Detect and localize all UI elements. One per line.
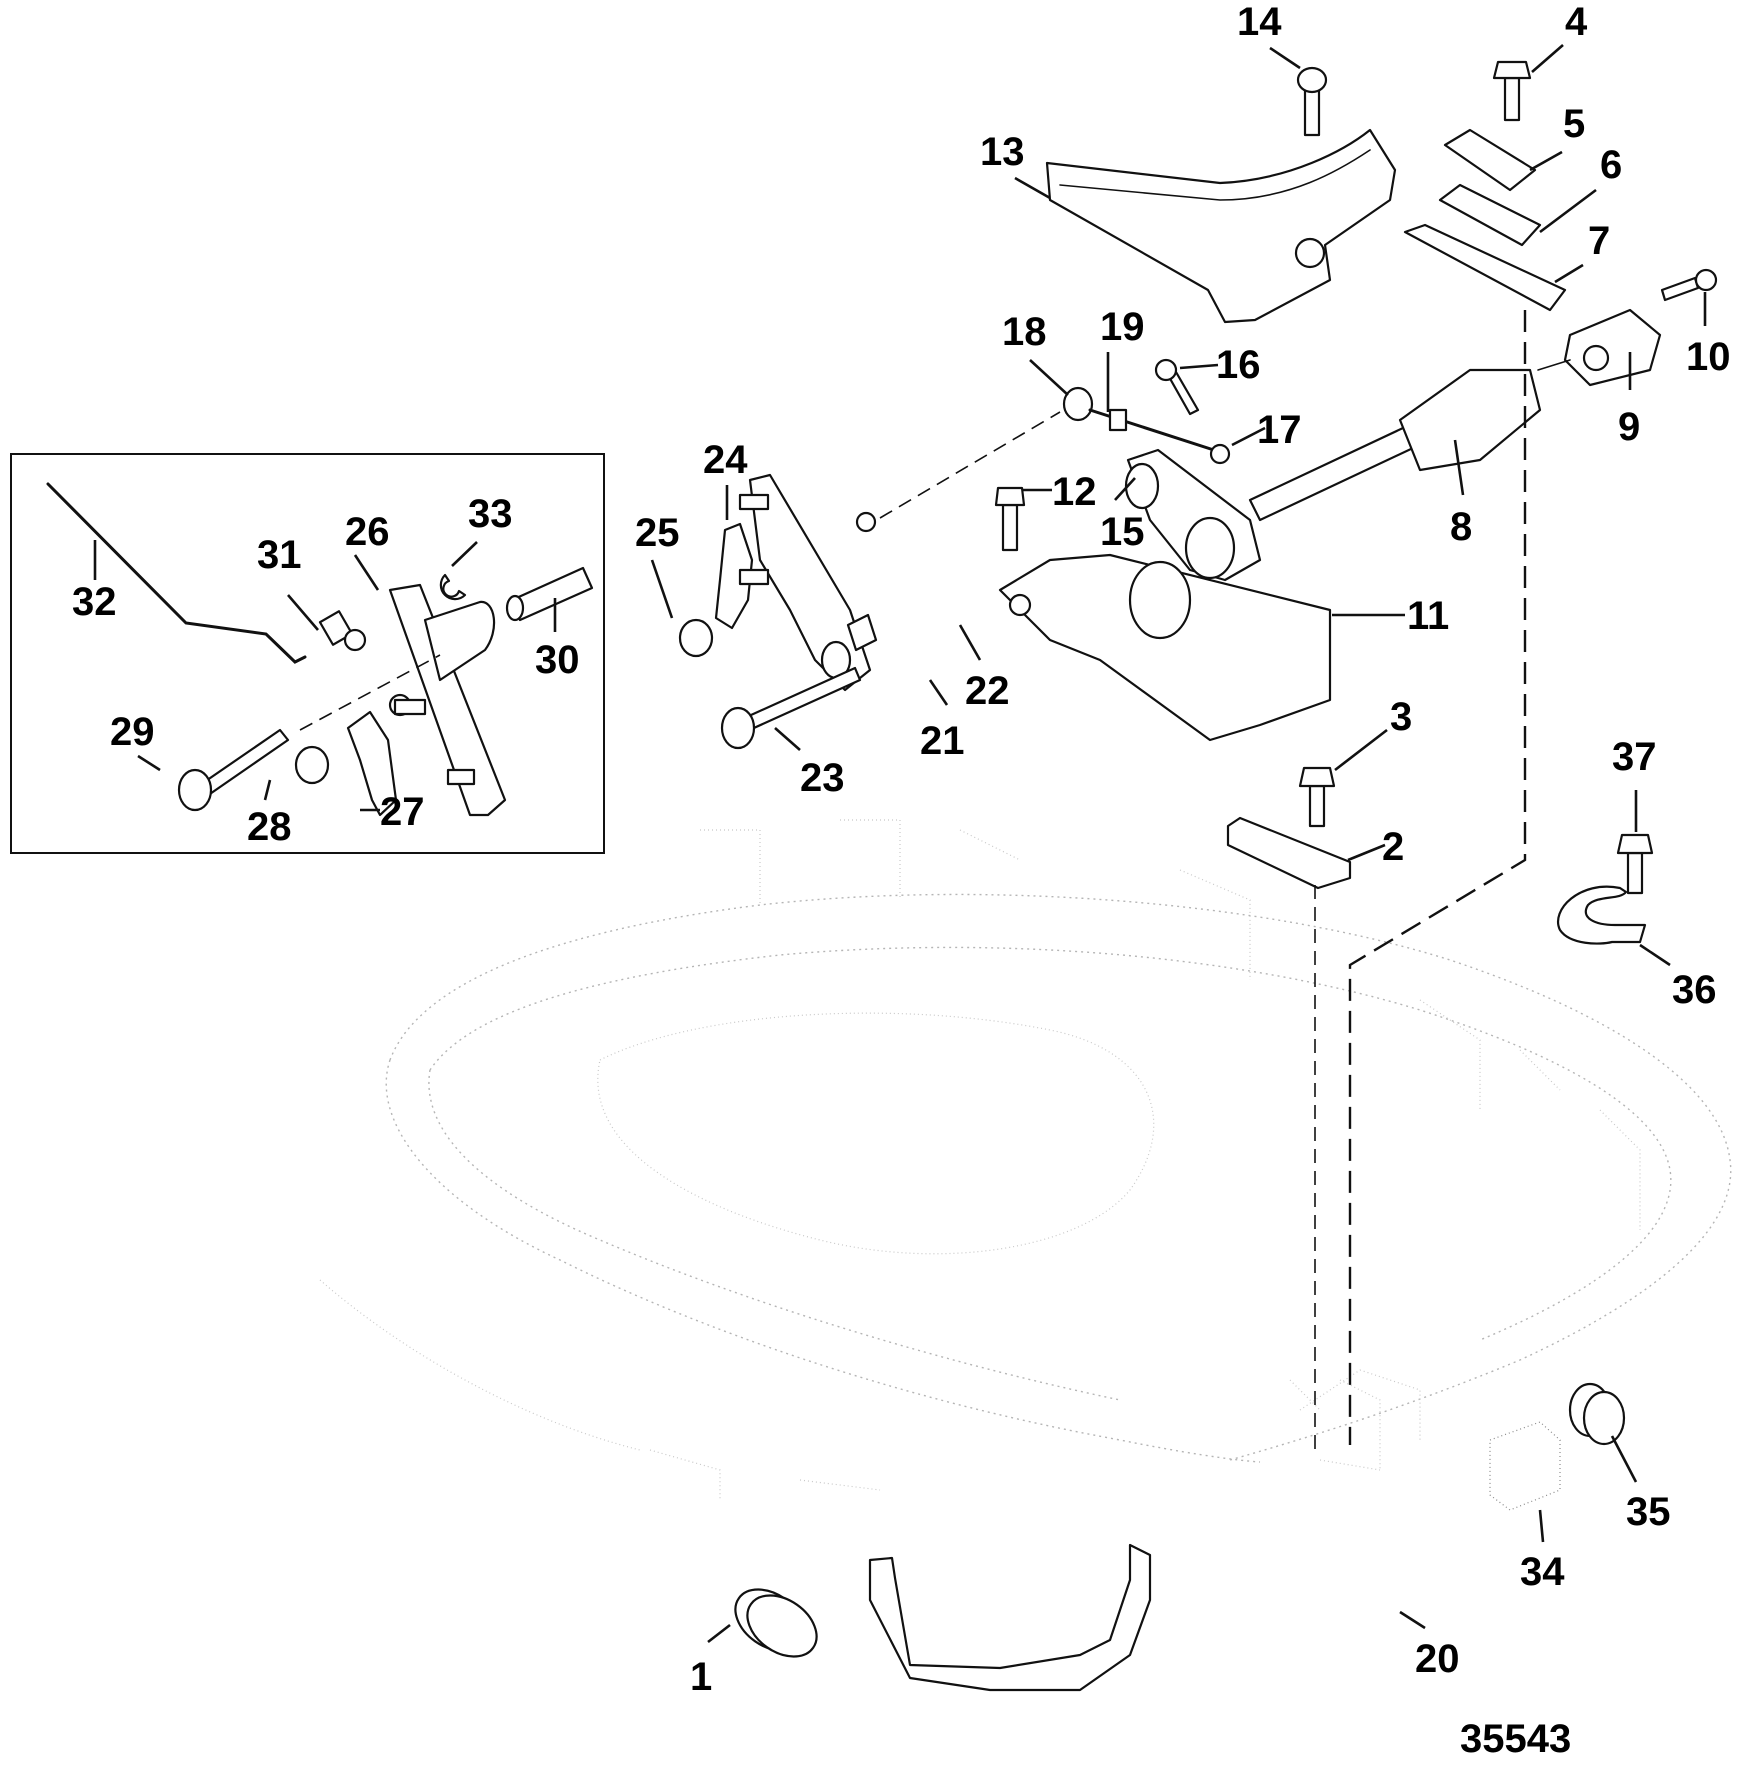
- callout-27: 27: [380, 790, 425, 834]
- callout-17: 17: [1257, 408, 1302, 452]
- part-15-cam: [1124, 448, 1262, 582]
- callout-25: 25: [635, 511, 680, 555]
- callout-11: 11: [1407, 594, 1449, 638]
- part-22-bushing: [846, 613, 878, 652]
- part-23-bolt: [720, 666, 862, 750]
- part-3-bolt: [1298, 766, 1336, 828]
- callout-34: 34: [1520, 1550, 1565, 1594]
- callout-7: 7: [1588, 219, 1610, 263]
- callout-4: 4: [1565, 0, 1588, 44]
- callout-35: 35: [1626, 1490, 1671, 1534]
- assembly-line-right: [1348, 310, 1527, 1445]
- inset-axis-line: [299, 654, 441, 731]
- part-10-bolt: [1660, 268, 1718, 302]
- part-32-rod: [46, 482, 307, 664]
- callout-31: 31: [257, 533, 302, 577]
- callout-8: 8: [1450, 505, 1472, 549]
- part-9-housing: [1537, 308, 1662, 387]
- part-34-block: [1489, 1421, 1561, 1511]
- callout-13: 13: [980, 130, 1025, 174]
- linkage-axis-line: [879, 411, 1061, 519]
- part-7-bracket: [1403, 223, 1567, 312]
- callout-26: 26: [345, 510, 390, 554]
- callout-2: 2: [1382, 825, 1404, 869]
- callout-37: 37: [1612, 735, 1657, 779]
- part-29-bolt: [177, 728, 290, 812]
- callout-5: 5: [1563, 102, 1585, 146]
- part-11-base: [998, 553, 1332, 742]
- callout-16: 16: [1216, 343, 1261, 387]
- part-4-bolt: [1492, 60, 1532, 122]
- callout-3: 3: [1390, 695, 1412, 739]
- part-6-plate: [1438, 183, 1542, 247]
- inset-detail-box: [10, 453, 605, 854]
- ghost-cowl-housing: [319, 819, 1732, 1500]
- part-24-link: [714, 522, 754, 630]
- part-27-link: [346, 710, 398, 817]
- part-33-eclip: [439, 573, 467, 601]
- callout-10: 10: [1686, 335, 1731, 379]
- part-12-bolt: [994, 486, 1026, 552]
- part-14-screw: [1296, 66, 1328, 137]
- callout-21: 21: [920, 719, 965, 763]
- part-18-19-17-link: [1062, 386, 1231, 465]
- leader-lines: [93, 44, 1707, 1644]
- part-1-grommet: [734, 1588, 818, 1658]
- callout-15: 15: [1100, 510, 1145, 554]
- callout-18: 18: [1002, 310, 1047, 354]
- part-25-cap: [678, 618, 714, 658]
- callout-6: 6: [1600, 143, 1622, 187]
- callout-20: 20: [1415, 1637, 1460, 1681]
- callout-33: 33: [468, 492, 513, 536]
- callout-22: 22: [965, 669, 1010, 713]
- callout-28: 28: [247, 805, 292, 849]
- callout-12: 12: [1052, 470, 1097, 514]
- callout-32: 32: [72, 580, 117, 624]
- callout-24: 24: [703, 438, 748, 482]
- callout-30: 30: [535, 638, 580, 682]
- part-16-screw: [1154, 358, 1200, 416]
- callout-29: 29: [110, 710, 155, 754]
- part-13-cover: [1045, 128, 1397, 324]
- callout-9: 9: [1618, 405, 1640, 449]
- part-31-clip: [318, 610, 367, 652]
- part-37-bolt: [1616, 833, 1654, 895]
- figure-number: 35543: [1460, 1717, 1571, 1761]
- part-20-bracket: [868, 1543, 1152, 1692]
- part-21-lever: [738, 473, 877, 692]
- callout-19: 19: [1100, 305, 1145, 349]
- part-2-plate: [1226, 816, 1352, 890]
- callout-1: 1: [690, 1655, 712, 1699]
- part-36-clamp: [1557, 885, 1647, 945]
- part-8-shaft: [1248, 368, 1542, 522]
- callout-14: 14: [1237, 0, 1282, 44]
- part-5-plate: [1443, 128, 1537, 192]
- callout-36: 36: [1672, 968, 1717, 1012]
- callout-23: 23: [800, 756, 845, 800]
- part-26-lever: [388, 583, 507, 817]
- part-30-sleeve: [505, 566, 594, 622]
- callout-labels: 1 2 3 4 5 6 7 8 9 10 11 12 13 14 15 16 1…: [72, 0, 1731, 1699]
- part-35-plug: [1568, 1382, 1626, 1446]
- part-28-cap: [294, 745, 330, 785]
